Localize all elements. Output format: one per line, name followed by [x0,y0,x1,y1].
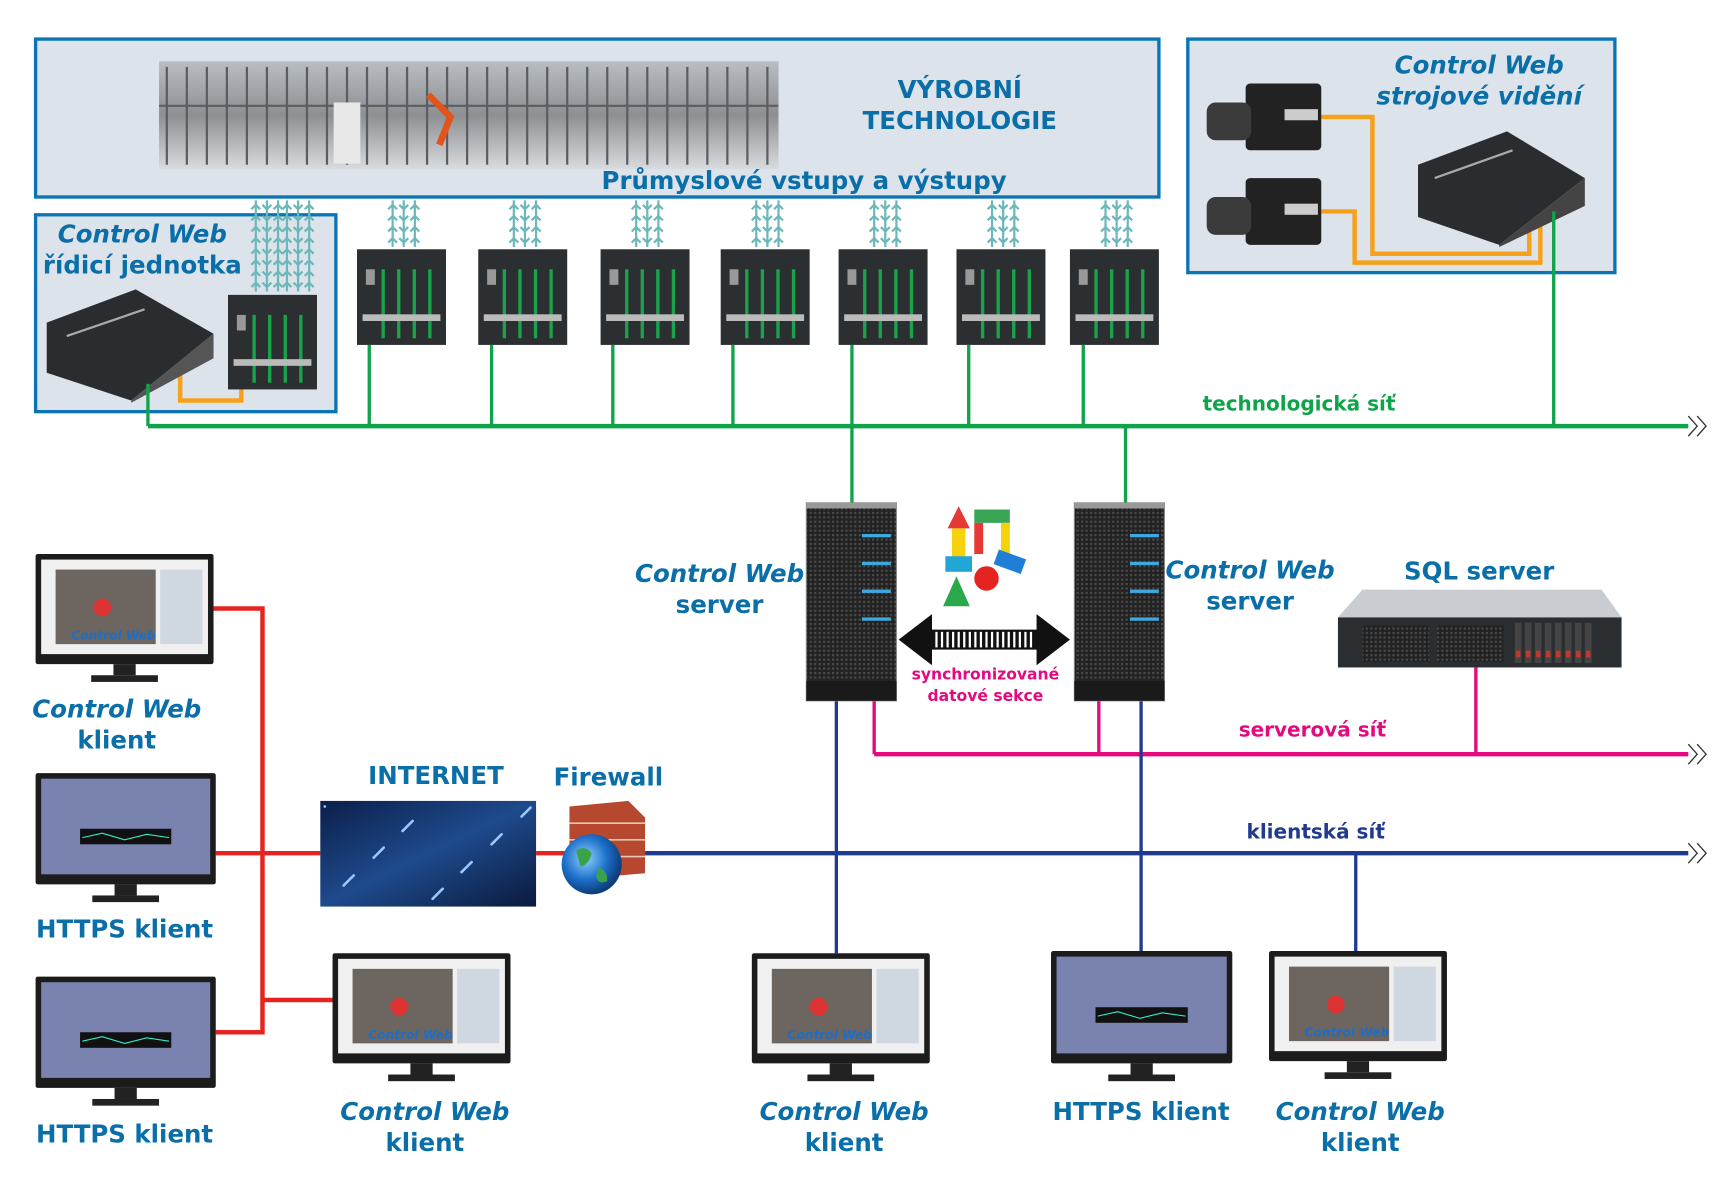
internet-label: INTERNET [368,761,504,790]
io-module-icon [600,249,690,345]
client-label-line1: Control Web [760,1097,929,1126]
continuation-arrow-icon [1687,842,1707,864]
io-arrows-icon [630,200,664,248]
sync-label-line1: synchronizované [912,666,1060,684]
io-module-icon [357,249,446,345]
machine-vision-box: Control Web strojové vidění [1186,37,1617,275]
screen-logo: Control Web [368,1028,453,1042]
screen-logo: Control Web [787,1028,872,1042]
control-unit-title-line1: Control Web [58,220,227,249]
https-client-monitor-icon [35,976,216,1106]
sync-label-line2: datové sekce [927,687,1043,705]
sync-arrow [898,614,1070,666]
client-label-line1: HTTPS klient [1053,1097,1230,1126]
client-label-line1: Control Web [340,1097,509,1126]
client-label-line1: Control Web [1276,1097,1445,1126]
io-module-icon [478,249,568,345]
production-title-line1: VÝROBNÍ [898,74,1022,104]
server-network-label: serverová síť [1239,717,1388,741]
sql-server-label: SQL server [1404,557,1554,586]
server-tower-icon [805,502,897,702]
client-label-line2: klient [805,1128,884,1157]
camera-icon [1206,178,1322,245]
server-label-line2: server [1206,587,1294,616]
io-arrows-icon [1100,200,1133,248]
client-network-label: klientská síť [1247,820,1387,844]
continuation-arrow-icon [1687,415,1707,437]
client-label-line2: klient [385,1128,464,1157]
io-arrows-icon [387,200,421,248]
client-label-line1: Control Web [32,695,201,724]
server-label-line2: server [676,590,764,619]
client-label-line2: klient [77,726,156,755]
screen-logo: Control Web [1305,1026,1390,1040]
io-module-icon [227,294,317,390]
io-label: Průmyslové vstupy a výstupy [602,166,1007,195]
vision-title-line2: strojové vidění [1376,82,1585,111]
client-label-line1: HTTPS klient [36,1119,213,1148]
technology-network-label: technologická síť [1203,392,1397,416]
io-arrows-icon [751,200,784,248]
control-web-client-monitor-icon: Control Web [751,953,930,1082]
server-label-line1: Control Web [635,559,804,588]
io-arrows-icon [868,200,902,248]
internet-link [213,606,265,1035]
client-label-line2: klient [1321,1128,1400,1157]
vision-controller-icon [1418,131,1585,248]
client-label-line1: HTTPS klient [36,915,213,944]
continuation-arrow-icon [1687,743,1707,765]
production-title-line2: TECHNOLOGIE [863,106,1057,135]
data-blocks-icon [943,506,1027,607]
io-arrows-icon [508,200,542,248]
server-tower-icon [1073,502,1166,702]
internet-map-image [320,800,537,907]
screen-logo: Control Web [71,629,156,643]
control-web-client-monitor-icon: Control Web [1268,951,1447,1079]
io-module-icon [1069,249,1159,345]
io-arrows-icon [250,200,284,292]
server-label-line1: Control Web [1166,555,1335,584]
factory-photo [159,61,779,170]
io-arrows-icon [986,200,1020,248]
https-client-monitor-icon [1051,951,1233,1082]
firewall-icon [561,800,646,895]
https-client-monitor-icon [35,773,216,903]
vision-title-line1: Control Web [1395,51,1564,80]
sql-server-icon [1337,589,1622,668]
io-arrows-icon [281,200,315,292]
control-unit-title-line2: řídicí jednotka [43,251,242,280]
firewall-label: Firewall [554,762,664,791]
camera-icon [1206,83,1322,151]
control-web-client-monitor-icon: Control Web [35,554,214,682]
control-unit-device-icon [46,289,214,403]
io-module-icon [838,249,928,345]
control-web-client-monitor-icon: Control Web [332,953,511,1082]
production-technology-box: VÝROBNÍ TECHNOLOGIE Průmyslové vstupy a … [33,37,1161,199]
io-module-icon [956,249,1046,345]
io-module-icon [720,249,810,345]
